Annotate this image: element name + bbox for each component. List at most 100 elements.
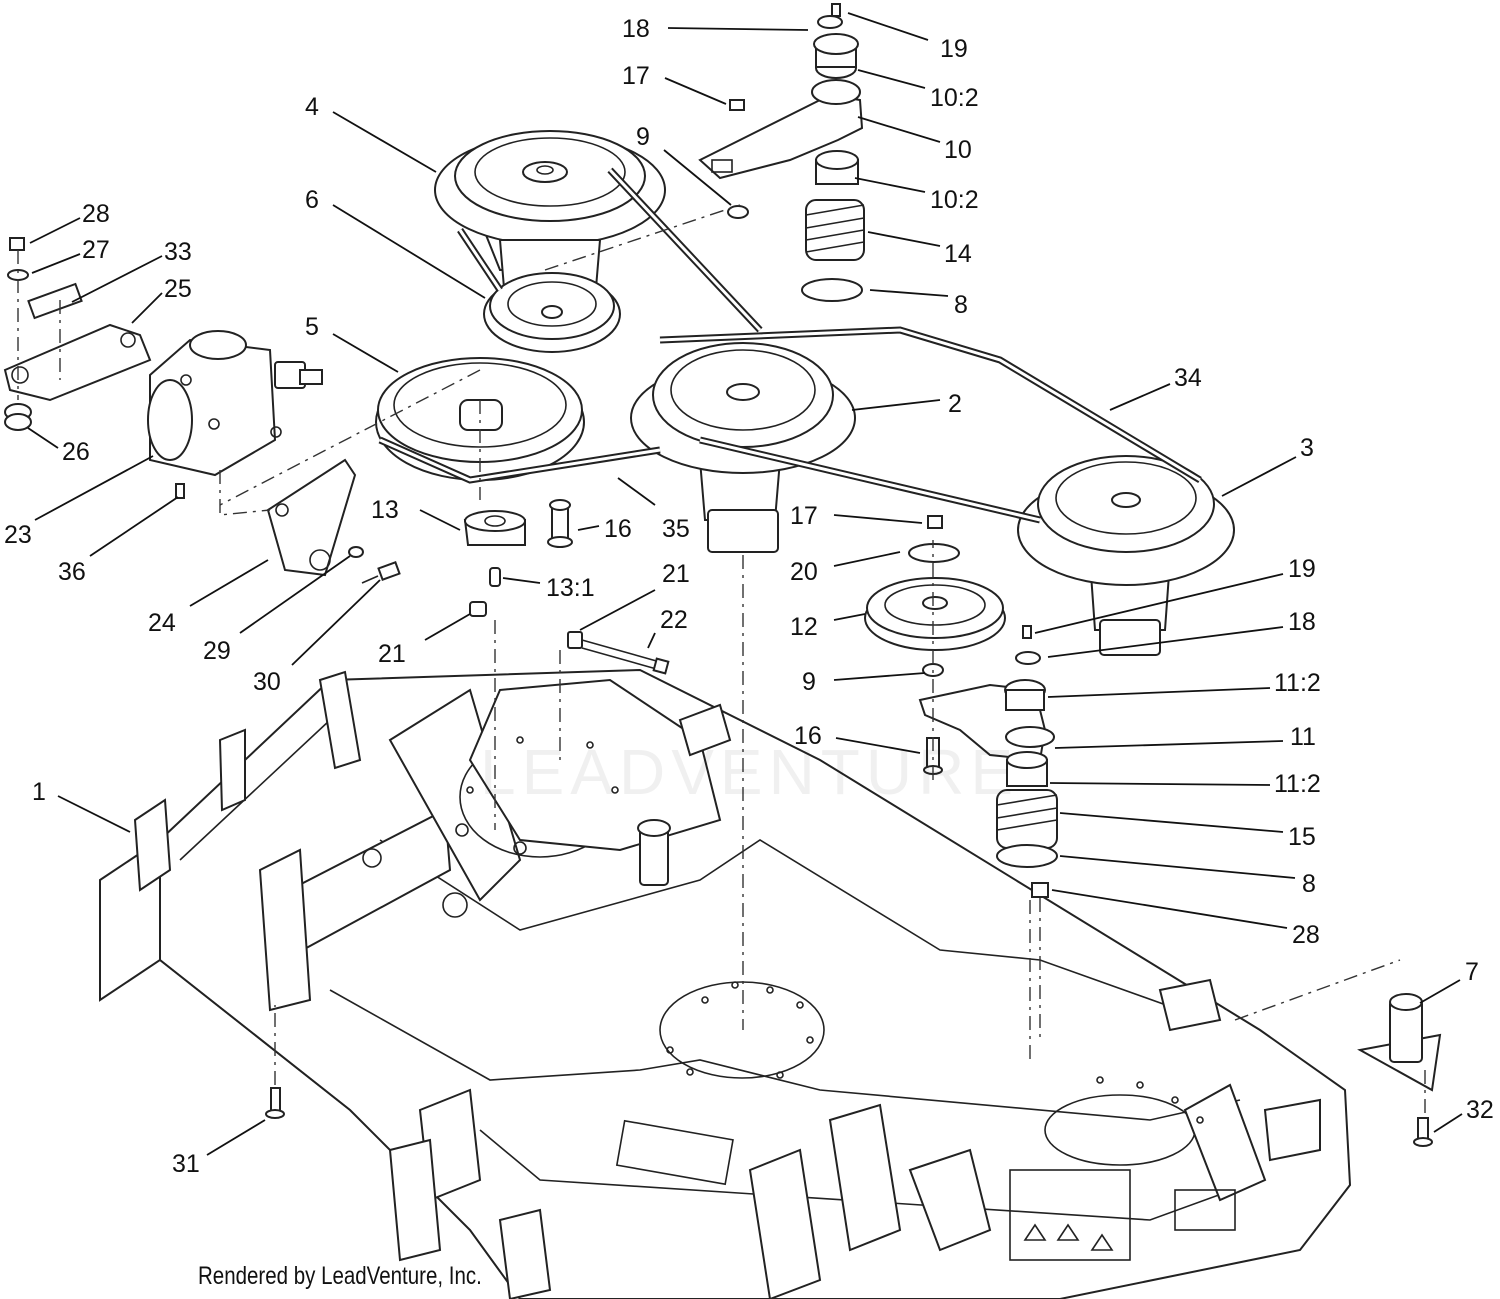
callout-c7: 7 xyxy=(1465,958,1479,986)
callout-c26: 26 xyxy=(62,438,90,466)
leader-c19a xyxy=(847,12,929,41)
washer-29 xyxy=(348,546,364,558)
leader-c11 xyxy=(1054,740,1284,749)
leader-c29 xyxy=(239,555,351,634)
leader-c11-2a xyxy=(1047,687,1271,698)
leader-c13-1 xyxy=(502,577,541,584)
callout-c23: 23 xyxy=(4,521,32,549)
callout-c36: 36 xyxy=(58,558,86,586)
spring-14 xyxy=(805,199,865,261)
washer-8-low xyxy=(996,844,1058,868)
leader-c10-2b xyxy=(854,177,926,193)
callout-c5: 5 xyxy=(305,313,319,341)
bushing-13 xyxy=(463,510,526,546)
leader-c28a xyxy=(29,217,81,244)
callout-c25: 25 xyxy=(164,275,192,303)
pin-13-1 xyxy=(489,567,501,587)
leader-c17b xyxy=(833,514,923,524)
callout-c3: 3 xyxy=(1300,434,1314,462)
callout-c19b: 19 xyxy=(1288,555,1316,583)
watermark: LEADVENTURE xyxy=(480,736,1019,808)
callout-c33: 33 xyxy=(164,238,192,266)
leader-c9b xyxy=(833,672,926,681)
callout-c21a: 21 xyxy=(662,560,690,588)
bolt-22 xyxy=(567,631,670,675)
leader-c9a xyxy=(663,149,732,206)
callout-c11: 11 xyxy=(1290,723,1316,751)
bushing-10-2 xyxy=(815,150,859,185)
callout-c35: 35 xyxy=(662,515,690,543)
spindle-assembly-3 xyxy=(1017,455,1235,656)
leader-c21a xyxy=(579,589,656,631)
leader-c11-2b xyxy=(1049,782,1271,786)
leader-c1 xyxy=(57,795,131,833)
leader-c24 xyxy=(189,559,269,607)
nut-28-low xyxy=(1031,882,1049,898)
leader-c17a xyxy=(664,77,727,105)
leader-c32 xyxy=(1433,1113,1463,1133)
key-36 xyxy=(175,483,185,499)
leader-c14 xyxy=(867,231,941,247)
callout-c17b: 17 xyxy=(790,502,818,530)
nut-21 xyxy=(469,601,487,617)
leader-c35 xyxy=(617,477,656,506)
idler-pulley-12 xyxy=(864,577,1006,651)
leader-c19b xyxy=(1034,573,1284,634)
leader-c20 xyxy=(833,551,901,567)
spring-15 xyxy=(996,789,1058,849)
leader-c6 xyxy=(332,204,486,299)
leader-c34 xyxy=(1109,383,1171,411)
leader-c21b xyxy=(424,613,471,641)
leader-c7 xyxy=(1419,979,1461,1004)
callout-c1: 1 xyxy=(32,778,46,806)
callout-c28a: 28 xyxy=(82,200,110,228)
bolt-30 xyxy=(361,561,401,584)
spindle-assembly-4 xyxy=(434,130,666,271)
deck-wheel-mount xyxy=(1357,993,1442,1147)
callout-c10-2a: 10:2 xyxy=(930,84,979,112)
leader-c12 xyxy=(833,613,866,621)
leader-c16a xyxy=(577,525,600,531)
leader-c22 xyxy=(647,632,656,649)
callout-c10: 10 xyxy=(944,136,972,164)
leader-c28b xyxy=(1051,889,1288,929)
leader-c18a xyxy=(667,27,809,31)
idler-pulley-6 xyxy=(483,239,621,353)
leader-c4 xyxy=(332,111,437,173)
bolt-16-top xyxy=(547,499,573,548)
leader-c5 xyxy=(332,333,399,373)
callout-c22: 22 xyxy=(660,606,688,634)
leader-c10-2a xyxy=(857,69,926,89)
washer-8-top xyxy=(801,278,863,302)
bushing-11-2 xyxy=(1006,751,1048,787)
callout-c29: 29 xyxy=(203,637,231,665)
leader-c8b xyxy=(1059,855,1296,879)
callout-c4: 4 xyxy=(305,93,319,121)
callout-c18b: 18 xyxy=(1288,608,1316,636)
bracket-25 xyxy=(3,323,152,402)
idler-arm-10 xyxy=(698,3,864,180)
leader-c13 xyxy=(419,509,461,531)
callout-c24: 24 xyxy=(148,609,176,637)
isolator-26 xyxy=(4,403,32,431)
callout-c16b: 16 xyxy=(794,722,822,750)
drive-belt-35 xyxy=(378,228,661,484)
callout-c10-2b: 10:2 xyxy=(930,186,979,214)
callout-c13-1: 13:1 xyxy=(546,574,595,602)
leader-c2 xyxy=(851,399,941,411)
callout-c8b: 8 xyxy=(1302,870,1316,898)
mount-plate-24 xyxy=(266,458,357,577)
decal-33 xyxy=(27,282,83,320)
callout-c15: 15 xyxy=(1288,823,1316,851)
leader-c33 xyxy=(71,255,163,303)
callout-c30: 30 xyxy=(253,668,281,696)
callout-c27: 27 xyxy=(82,236,110,264)
deck-holes xyxy=(466,736,1204,1124)
leader-c15 xyxy=(1059,812,1284,833)
nut-17-mid xyxy=(927,515,943,529)
leader-c31 xyxy=(206,1119,266,1156)
gearbox-23 xyxy=(147,330,323,477)
idler-arm-11 xyxy=(918,625,1055,762)
